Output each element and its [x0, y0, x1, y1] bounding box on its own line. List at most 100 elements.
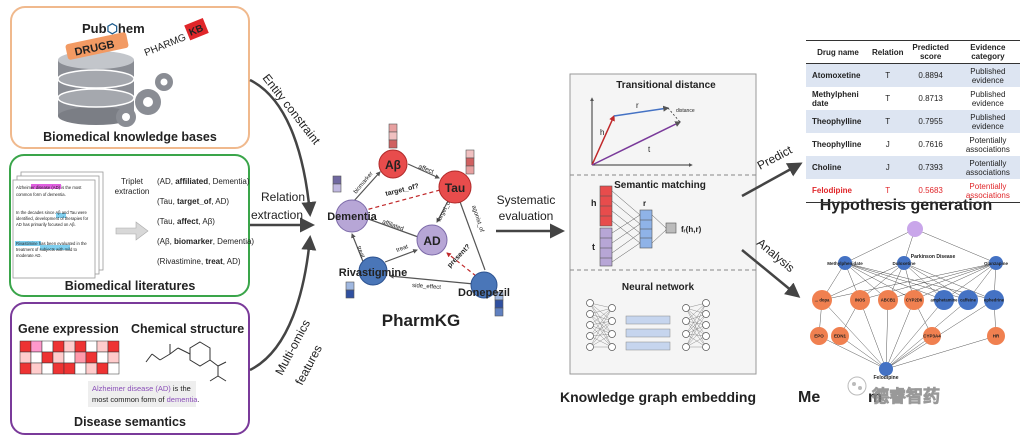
- neural-network-diagram: [586, 299, 710, 351]
- mechanism-node-label: iNOS: [855, 298, 865, 303]
- cell-evidence: Potentially associations: [965, 135, 1010, 154]
- nn-neuron: [682, 304, 690, 312]
- heatmap-cell: [52, 340, 65, 353]
- triplet-row: (AD, affiliated, Dementia): [157, 177, 250, 186]
- edge-affect: [407, 163, 440, 179]
- nn-neuron: [586, 332, 594, 340]
- pubchem-logo: Pub⬡hem: [82, 21, 145, 36]
- heatmap-cell: [41, 340, 54, 353]
- node-rivastigmine: Rivastigmine: [339, 256, 407, 286]
- transitional-distance-plot: [590, 97, 693, 167]
- vector-t-label: t: [648, 145, 651, 154]
- nn-connection: [685, 320, 707, 348]
- predict-label: Predict: [755, 142, 795, 172]
- mechanism-edge: [914, 228, 997, 264]
- mechanism-edge: [885, 335, 997, 370]
- nn-neuron: [586, 321, 594, 329]
- node-feature-vector: [388, 123, 398, 149]
- node-feature-vector: [332, 175, 342, 193]
- heatmap-cell: [74, 340, 87, 353]
- col-evidence-category: Evidence category: [955, 40, 1020, 64]
- cell-relation: T: [885, 94, 891, 103]
- pharmkg-graph: affect biomarker target_of? affiliated t…: [327, 123, 510, 330]
- pharmkg-title: PharmKG: [382, 311, 460, 330]
- edge-label: target_of?: [385, 183, 420, 198]
- cell-evidence: Potentially associations: [955, 156, 1020, 179]
- entity-arrow: [249, 78, 317, 217]
- heatmap-cell: [19, 351, 32, 364]
- nn-neuron: [702, 321, 710, 329]
- lit-title: Biomedical literatures: [65, 279, 196, 293]
- cell-score: 0.8894: [905, 63, 956, 87]
- node-ad: AD: [416, 224, 448, 256]
- mechanism-edge: [885, 335, 933, 370]
- input-arrows: [249, 78, 317, 372]
- mechanism-edge: [887, 262, 997, 301]
- semantic-snippet-line: most common form of dementia.: [92, 395, 200, 404]
- doc-line: common form of dementia.: [16, 192, 66, 197]
- mechanism-edge: [839, 335, 887, 370]
- nn-connection: [685, 307, 707, 337]
- nn-connection: [685, 333, 707, 348]
- knowledge-bases-panel: Pub⬡hem DRUGB PHARMG KB Biomedical knowl…: [10, 6, 250, 149]
- heatmap-cell: [107, 362, 120, 375]
- triplet-label: Triplet: [121, 177, 144, 186]
- predict-arrow: [741, 162, 803, 198]
- document-stack: Alzheimer disease (AD) is the most commo…: [12, 171, 104, 279]
- vector-r-label: r: [643, 199, 646, 208]
- cell-evidence: Published evidence: [955, 63, 1020, 87]
- heatmap-cell: [19, 362, 32, 375]
- omics-arrow: [249, 235, 317, 372]
- embedding-panel: Transitional distance Semantic matching …: [560, 73, 757, 405]
- mechanism-node-label: Duloxetine: [892, 261, 916, 266]
- nn-connection: [589, 302, 613, 322]
- heatmap-cell: [96, 340, 109, 353]
- nn-connection: [589, 307, 613, 348]
- nn-neuron: [586, 343, 594, 351]
- mechanism-node-label: EDN1: [834, 334, 847, 339]
- nn-connection: [685, 313, 707, 348]
- felodipine-label: Felodipine: [874, 375, 899, 381]
- heatmap-cell: [85, 340, 98, 353]
- database-icon: [57, 51, 135, 125]
- nn-connection: [589, 313, 613, 348]
- heatmap-cell: [74, 362, 87, 375]
- nn-connection: [589, 324, 613, 335]
- heatmap-cell: [41, 362, 54, 375]
- parkinson-label: Parkinson Disease: [911, 254, 956, 260]
- mechanism-edge: [844, 262, 945, 301]
- doc-line: Alzheimer disease (AD) is the most: [16, 185, 82, 190]
- doc-line: AD has primarily focused on Aβ.: [16, 222, 76, 227]
- omics-title: Disease semantics: [74, 415, 186, 429]
- transitional-distance-label: Transitional distance: [616, 80, 716, 91]
- nn-connection: [589, 320, 613, 337]
- nn-neuron: [608, 304, 616, 312]
- mechanism-edge: [844, 228, 916, 264]
- mechanism-node: [934, 290, 954, 310]
- mechanism-edge: [885, 299, 945, 370]
- col-relation: Relation: [869, 40, 906, 64]
- heatmap-cell: [85, 351, 98, 364]
- cell-drug: Methylpheni date: [812, 89, 859, 108]
- relation-label: Relation: [261, 190, 305, 204]
- cell-relation: T: [869, 110, 906, 133]
- col-predicted-score: Predicted score: [905, 40, 956, 64]
- triplet-list: (AD, affiliated, Dementia) (Tau, target_…: [157, 177, 254, 266]
- heatmap-cell: [96, 351, 109, 364]
- mechanism-node-label: EPO: [814, 334, 824, 339]
- cell-relation: J: [885, 140, 890, 149]
- triplet-row: (Aβ, biomarker, Dementia): [157, 237, 254, 246]
- edge-label: present?: [446, 243, 472, 269]
- node-donepezil: Donepezil: [458, 271, 510, 299]
- nn-connection: [589, 333, 613, 348]
- svg-text:Aβ: Aβ: [385, 158, 401, 172]
- node-feature-vector: [465, 149, 475, 175]
- mechanism-node-label: caffeine: [960, 298, 976, 303]
- mechanism-node: [850, 290, 870, 310]
- omics-panel: Gene expression Chemical structure Alzhe…: [10, 302, 250, 435]
